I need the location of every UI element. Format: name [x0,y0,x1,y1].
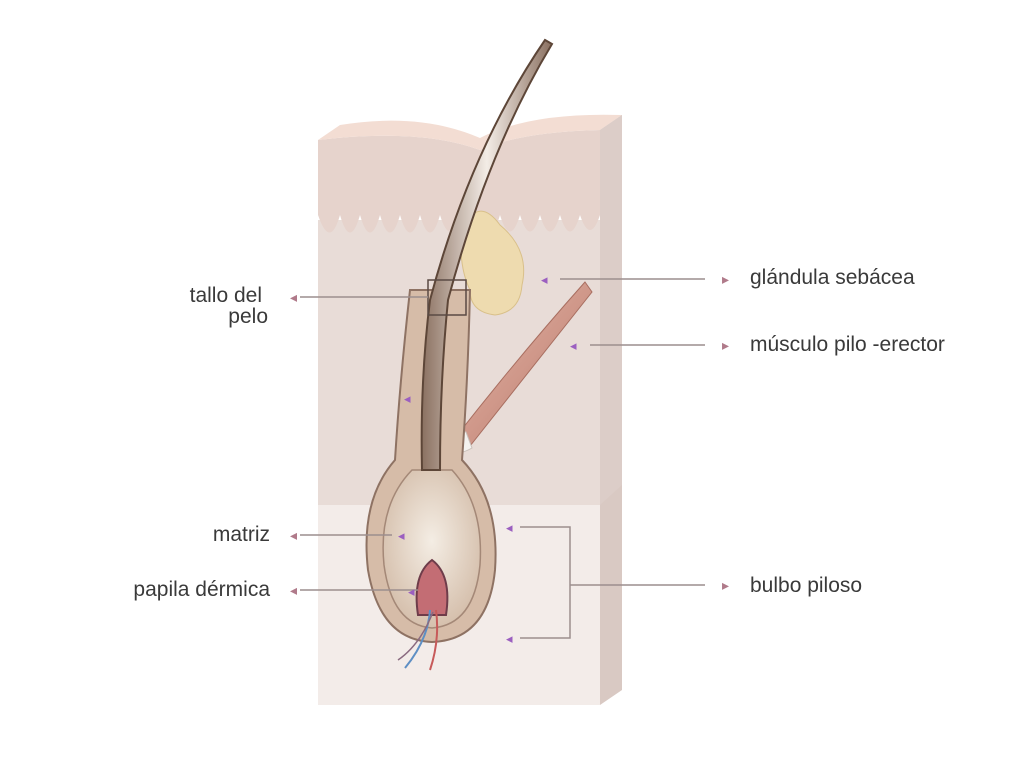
marker-matrix: ◂ [398,528,405,543]
label-hair-bulb: bulbo piloso [750,574,863,597]
marker-bulb-bottom: ◂ [506,631,513,646]
dermis-side [600,115,622,505]
marker-gland: ◂ [541,272,548,287]
leader-hair-bulb-bracket [520,526,571,639]
label-arrector-muscle: músculo pilo -erector [750,333,945,356]
arrector-pili-muscle [454,281,593,447]
marker-muscle-right: ▸ [722,337,729,353]
marker-muscle: ◂ [570,338,577,353]
marker-papilla-left: ◂ [290,582,297,598]
nerve-fiber [397,611,434,661]
label-matrix: matriz [212,523,270,546]
marker-shaft: ◂ [404,391,411,406]
label-sebaceous-gland: glándula sebácea [750,266,915,289]
hair-shaft [420,38,554,471]
marker-matrix-left: ◂ [290,527,297,543]
dermal-papilla [415,558,449,616]
marker-bulb-right: ▸ [722,577,729,593]
hair-bulb-inner [382,469,482,629]
marker-hair-shaft-left: ◂ [290,289,297,305]
blood-vessel-blue [404,609,431,669]
marker-gland-right: ▸ [722,271,729,287]
label-dermal-papilla: papila dérmica [133,578,270,601]
blood-vessel-red [429,609,439,671]
sebaceous-gland [460,210,525,316]
label-hair-shaft-line2: pelo [228,305,268,328]
label-hair-shaft-line1: tallo del [189,284,262,307]
skin-surface [318,114,622,150]
markers: ◂ ◂ ◂ ▸ ▸ ▸ ◂ ◂ ◂ ◂ ◂ ◂ ◂ [290,271,729,646]
marker-papilla: ◂ [408,584,415,599]
marker-bulb-top: ◂ [506,520,513,535]
epidermis-layer [318,130,600,233]
leader-lines [300,278,705,639]
